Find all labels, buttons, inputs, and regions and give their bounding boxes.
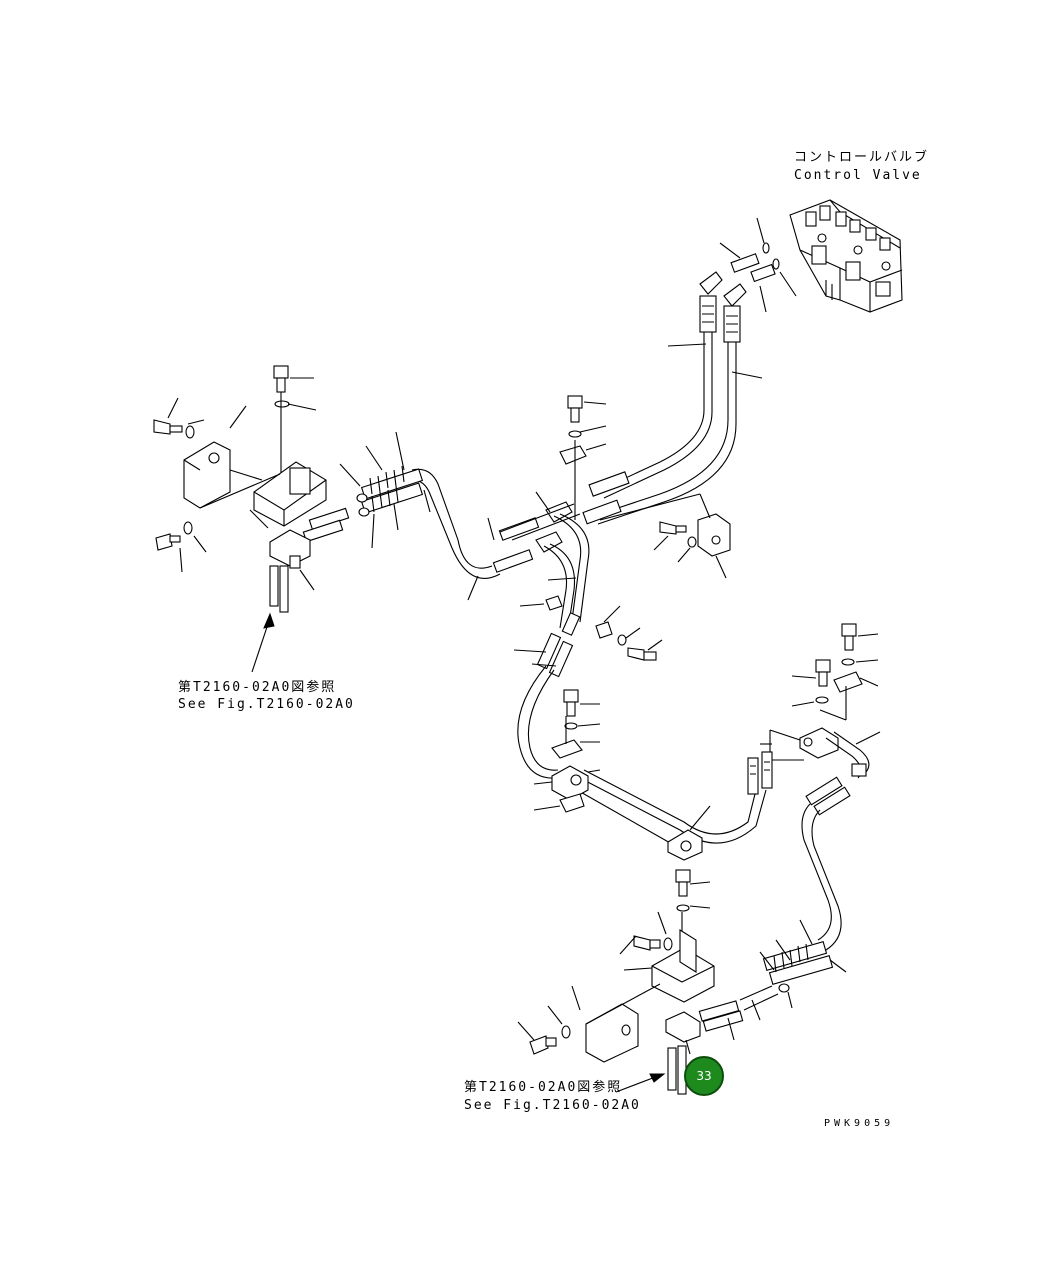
bottom-bracket-assembly [517, 869, 847, 1095]
left-bracket-assembly [153, 365, 495, 673]
right-middle-assembly [747, 623, 881, 951]
reference-label-bottom-jp[interactable]: 第T2160-02A0図参照 [464, 1080, 623, 1095]
center-clamp-upper [519, 395, 731, 661]
lower-hose-loop [513, 612, 767, 861]
control-valve-drawing [789, 199, 903, 313]
control-valve-label-en: Control Valve [794, 168, 922, 183]
main-hoses [302, 295, 741, 631]
callout-number-badge[interactable]: 33 [684, 1056, 724, 1096]
drawing-id: PWK9059 [824, 1118, 895, 1129]
reference-label-bottom-en[interactable]: See Fig.T2160-02A0 [464, 1098, 641, 1113]
reference-label-top-en[interactable]: See Fig.T2160-02A0 [178, 697, 355, 712]
valve-fittings [667, 217, 797, 379]
reference-label-top-jp[interactable]: 第T2160-02A0図参照 [178, 680, 337, 695]
control-valve-label-jp: コントロールバルブ [794, 150, 930, 165]
